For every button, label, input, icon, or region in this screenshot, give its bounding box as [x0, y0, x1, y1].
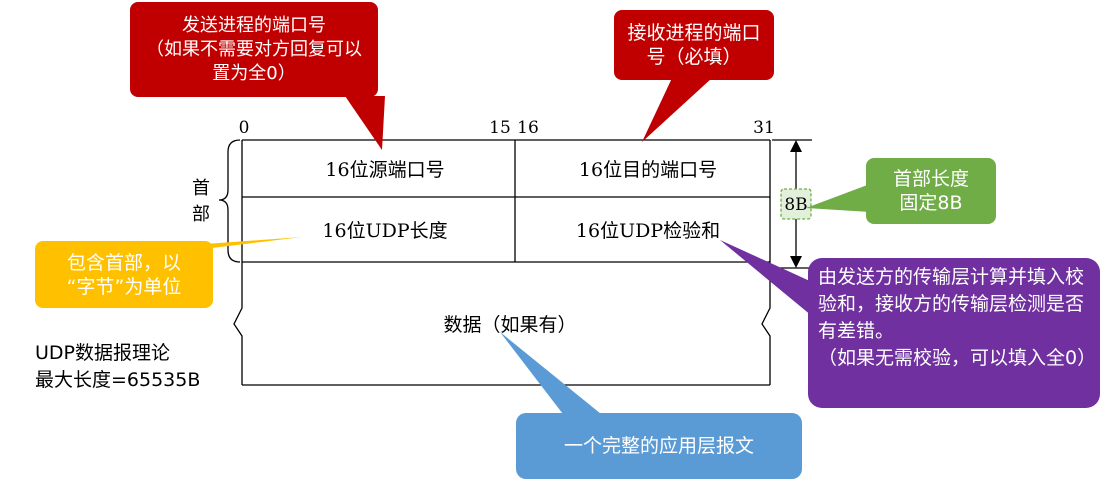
- header-len-callout: 首部长度 固定8B: [866, 158, 996, 224]
- max-length-note: UDP数据报理论 最大长度=65535B: [35, 342, 201, 391]
- header-brace: [218, 139, 241, 263]
- dst-port-callout-tail: [642, 78, 712, 142]
- dst-port-callout: 接收进程的端口号（必填）: [614, 10, 774, 80]
- field-data: 数据（如果有）: [443, 314, 576, 336]
- field-src-port: 16位源端口号: [325, 159, 444, 181]
- data-callout: 一个完整的应用层报文: [516, 413, 802, 479]
- datagram-frame: [218, 139, 812, 386]
- header-size-tag-box: [780, 188, 812, 220]
- header-size-tag: 8B: [784, 195, 807, 215]
- arrow-head-down: [790, 256, 802, 268]
- data-callout-tail: [500, 332, 606, 418]
- arrow-head-up: [790, 140, 802, 152]
- checksum-callout: 由发送方的传输层计算并填入校验和，接收方的传输层检测是否有差错。 （如果无需校验…: [808, 258, 1100, 408]
- field-udp-length: 16位UDP长度: [322, 220, 447, 242]
- checksum-callout-tail: [720, 240, 812, 316]
- right-border: [761, 140, 771, 385]
- bit-label-31: 31: [753, 118, 775, 138]
- bit-label-16: 16: [517, 118, 539, 138]
- bit-label-0: 0: [239, 118, 250, 138]
- length-callout: 包含首部，以 “字节”为单位: [35, 241, 213, 308]
- header-len-callout-tail: [806, 184, 870, 212]
- left-border: [233, 140, 243, 385]
- bit-label-15: 15: [489, 118, 511, 138]
- field-checksum: 16位UDP检验和: [576, 220, 720, 242]
- field-dst-port: 16位目的端口号: [579, 159, 717, 181]
- header-label: 首 部: [192, 178, 210, 225]
- src-port-callout-tail: [345, 96, 385, 150]
- src-port-callout: 发送进程的端口号 （如果不需要对方回复可以置为全0）: [130, 2, 378, 97]
